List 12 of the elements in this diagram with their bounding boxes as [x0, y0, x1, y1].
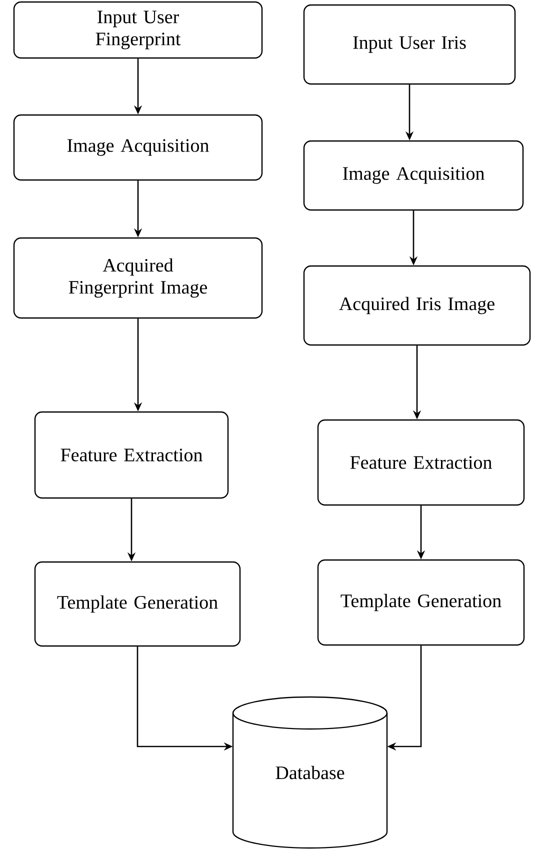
process-box: Acquired Iris Image	[303, 265, 531, 346]
process-box: Feature Extraction	[34, 411, 229, 499]
process-box: Image Acquisition	[303, 140, 524, 211]
process-box: Feature Extraction	[317, 419, 525, 506]
process-box: Template Generation	[317, 559, 525, 646]
process-box: Input User Fingerprint	[13, 1, 263, 59]
process-box: Image Acquisition	[13, 114, 263, 181]
process-box: Template Generation	[34, 561, 241, 647]
node-label: Database	[276, 766, 344, 780]
process-box: Input User Iris	[303, 4, 516, 85]
process-box: Acquired Fingerprint Image	[13, 237, 263, 319]
database-cylinder: Database	[232, 696, 388, 849]
